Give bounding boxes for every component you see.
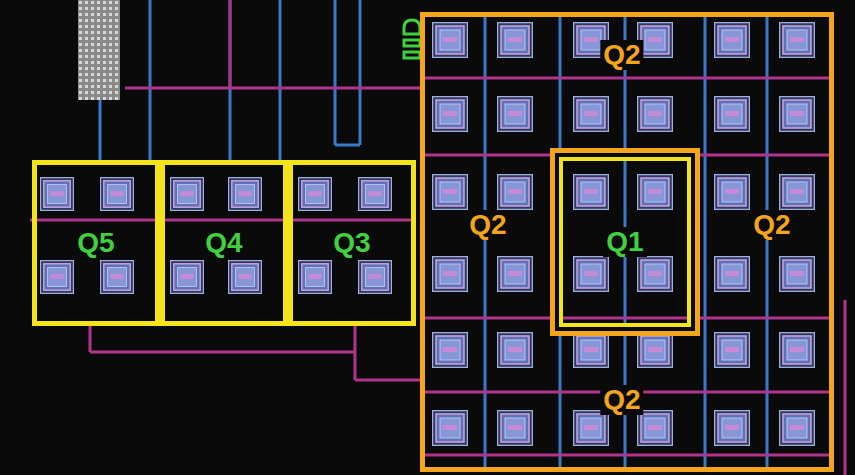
device-label: Q5 [74,228,117,258]
device-label: Q3 [330,228,373,258]
device-label: Q2 [600,385,643,415]
metal-wires [30,0,845,475]
device-box: Q5 [32,160,160,326]
device-region: Q2Q2Q2Q2Q1 [420,12,834,472]
device-label: Q2 [466,210,509,240]
device-label: Q2 [600,40,643,70]
marker-glyph [404,20,420,58]
device-box: Q1 [550,148,700,336]
device-box: Q3 [288,160,416,326]
device-label: Q2 [750,210,793,240]
device-label: Q4 [202,228,245,258]
device-box: Q4 [160,160,288,326]
device-label: Q1 [603,227,646,257]
bond-pad [78,0,120,100]
